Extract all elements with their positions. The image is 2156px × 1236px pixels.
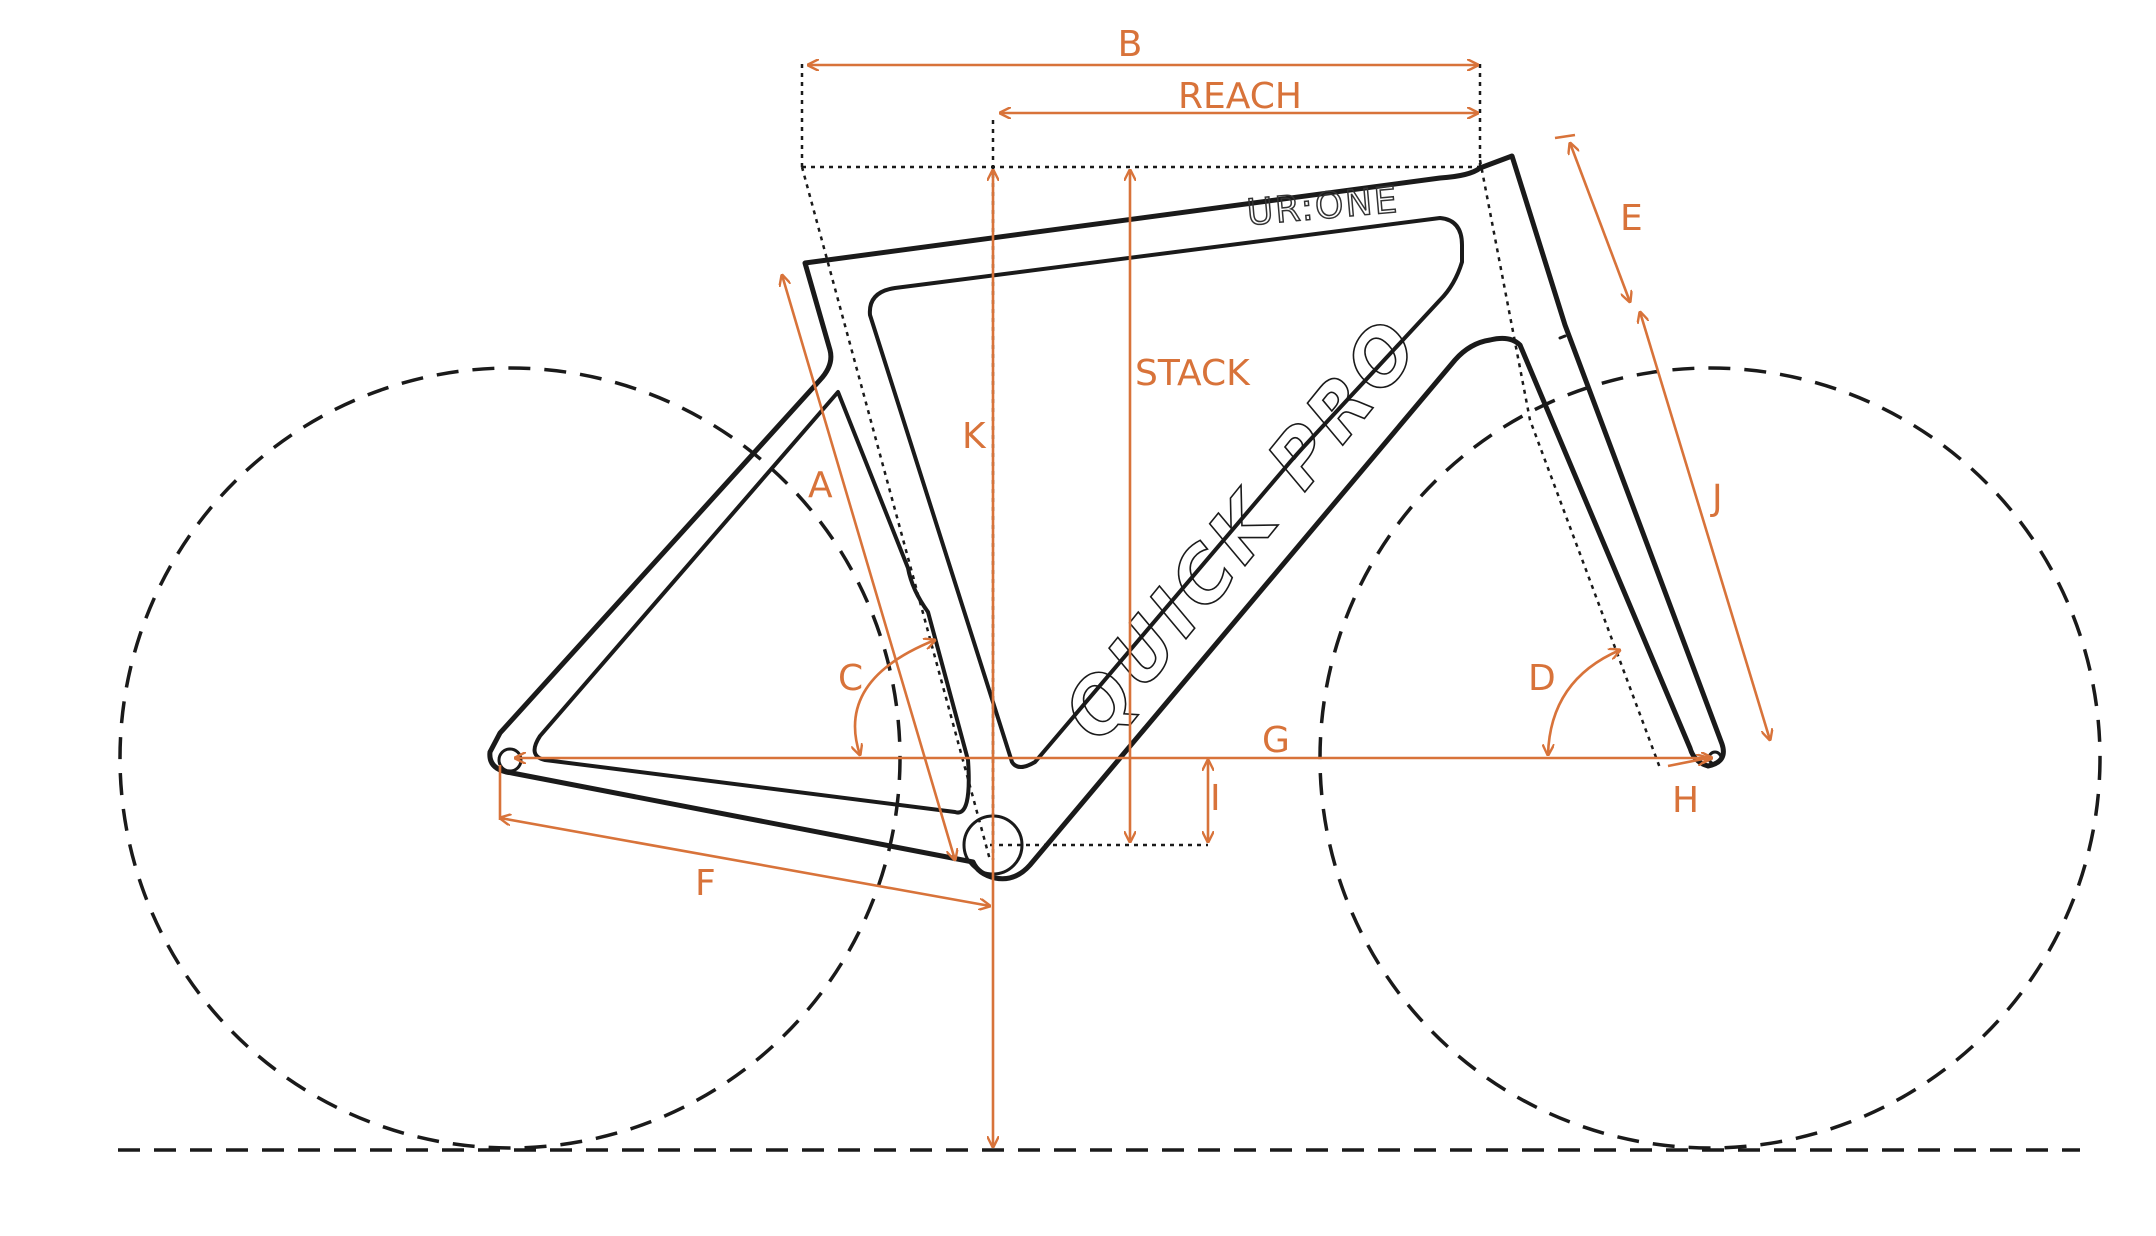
label-g: G xyxy=(1262,720,1290,761)
label-f: F xyxy=(695,863,716,904)
rear-dropout xyxy=(497,747,523,773)
label-j: J xyxy=(1710,478,1723,519)
dim-a xyxy=(782,275,955,860)
label-h: H xyxy=(1672,780,1699,821)
label-reach: REACH xyxy=(1178,76,1302,117)
label-i: I xyxy=(1210,778,1221,819)
label-e: E xyxy=(1620,198,1643,239)
dimension-labels: B REACH STACK K A E J C D G I H F xyxy=(695,24,1723,904)
label-b: B xyxy=(1118,24,1143,65)
dim-f xyxy=(500,818,990,906)
dim-e xyxy=(1570,143,1630,302)
label-c: C xyxy=(838,658,863,699)
reference-lines xyxy=(800,62,1662,861)
frame-outline xyxy=(487,153,1726,882)
dim-h xyxy=(1667,758,1708,768)
fork-line xyxy=(1558,334,1567,340)
label-stack: STACK xyxy=(1135,353,1251,394)
dim-j xyxy=(1640,312,1770,740)
dim-c xyxy=(855,640,935,755)
dimensions xyxy=(500,65,1770,1147)
label-d: D xyxy=(1528,658,1556,699)
label-a: A xyxy=(808,465,833,506)
dim-d xyxy=(1548,650,1620,755)
label-k: K xyxy=(962,416,987,457)
